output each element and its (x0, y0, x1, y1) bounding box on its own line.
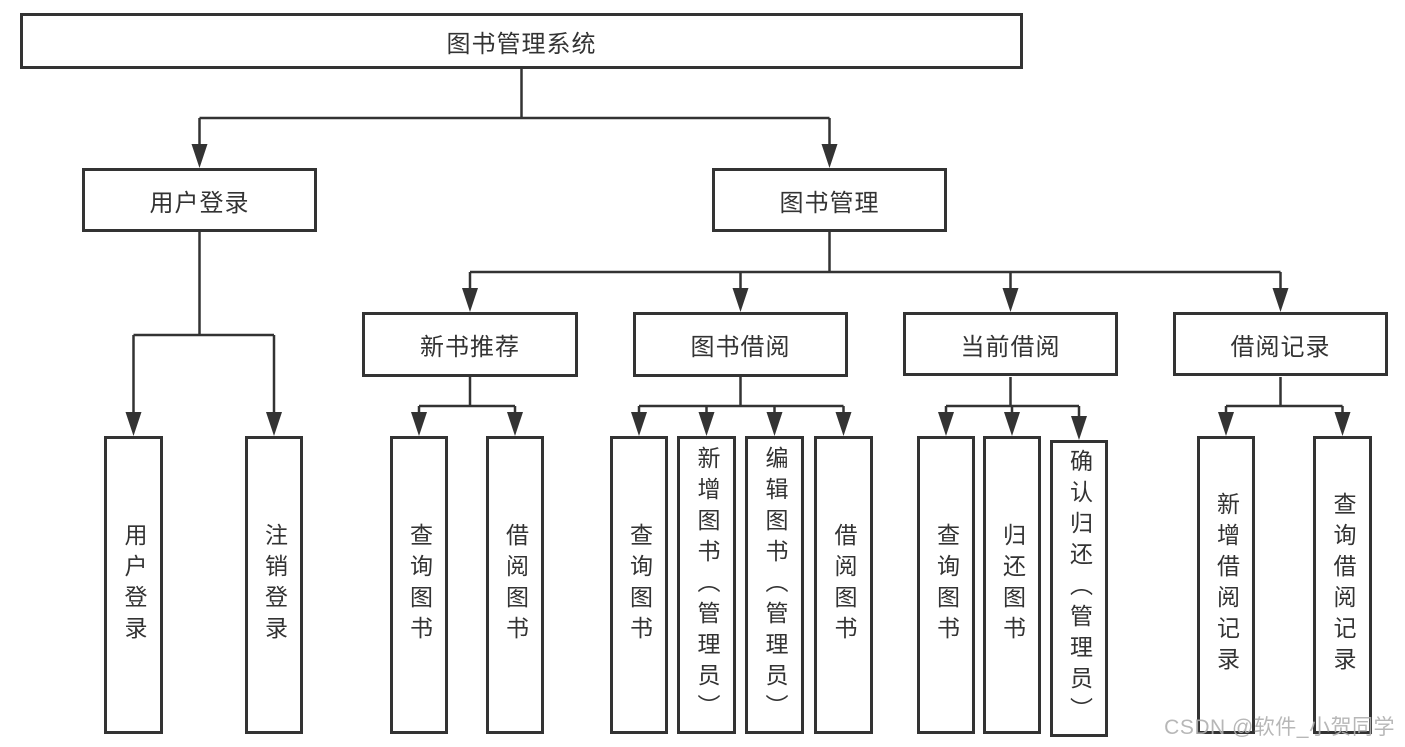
leaf-current-return-books-label: 归还图书 (999, 523, 1026, 647)
leaf-records-query-record: 查询借阅记录 (1313, 436, 1372, 734)
leaf-current-confirm-return-admin: 确认归还（管理员） (1050, 440, 1108, 737)
leaf-borrow-add-books-admin: 新增图书（管理员） (677, 436, 736, 734)
leaf-newbook-query-books-label: 查询图书 (406, 523, 433, 647)
leaf-borrow-query-books-label: 查询图书 (626, 523, 653, 647)
leaf-records-add-record-label: 新增借阅记录 (1213, 492, 1240, 678)
leaf-current-query-books: 查询图书 (917, 436, 975, 734)
leaf-newbook-borrow-books: 借阅图书 (486, 436, 544, 734)
node-book-management: 图书管理 (712, 168, 947, 232)
leaf-user-login: 用户登录 (104, 436, 163, 734)
leaf-borrow-edit-books-admin-label: 编辑图书（管理员） (762, 445, 788, 725)
leaf-current-query-books-label: 查询图书 (933, 523, 960, 647)
leaf-borrow-edit-books-admin: 编辑图书（管理员） (745, 436, 804, 734)
leaf-records-add-record: 新增借阅记录 (1197, 436, 1255, 734)
node-book-borrow: 图书借阅 (633, 312, 848, 377)
node-new-book-recommend: 新书推荐 (362, 312, 578, 377)
node-user-login: 用户登录 (82, 168, 317, 232)
leaf-newbook-query-books: 查询图书 (390, 436, 448, 734)
leaf-logout: 注销登录 (245, 436, 303, 734)
leaf-borrow-query-books: 查询图书 (610, 436, 668, 734)
node-borrow-records: 借阅记录 (1173, 312, 1388, 376)
node-current-borrow: 当前借阅 (903, 312, 1118, 376)
leaf-newbook-borrow-books-label: 借阅图书 (502, 523, 529, 647)
leaf-borrow-borrow-books-label: 借阅图书 (831, 523, 857, 647)
leaf-records-query-record-label: 查询借阅记录 (1330, 492, 1356, 678)
watermark-text: CSDN @软件_小贺同学 (1164, 716, 1395, 739)
leaf-user-login-label: 用户登录 (121, 523, 147, 647)
leaf-current-return-books: 归还图书 (983, 436, 1041, 734)
leaf-borrow-add-books-admin-label: 新增图书（管理员） (694, 445, 720, 725)
node-library-management-system: 图书管理系统 (20, 13, 1023, 69)
leaf-logout-label: 注销登录 (261, 523, 288, 647)
leaf-borrow-borrow-books: 借阅图书 (814, 436, 873, 734)
leaf-current-confirm-return-admin-label: 确认归还（管理员） (1066, 449, 1093, 728)
